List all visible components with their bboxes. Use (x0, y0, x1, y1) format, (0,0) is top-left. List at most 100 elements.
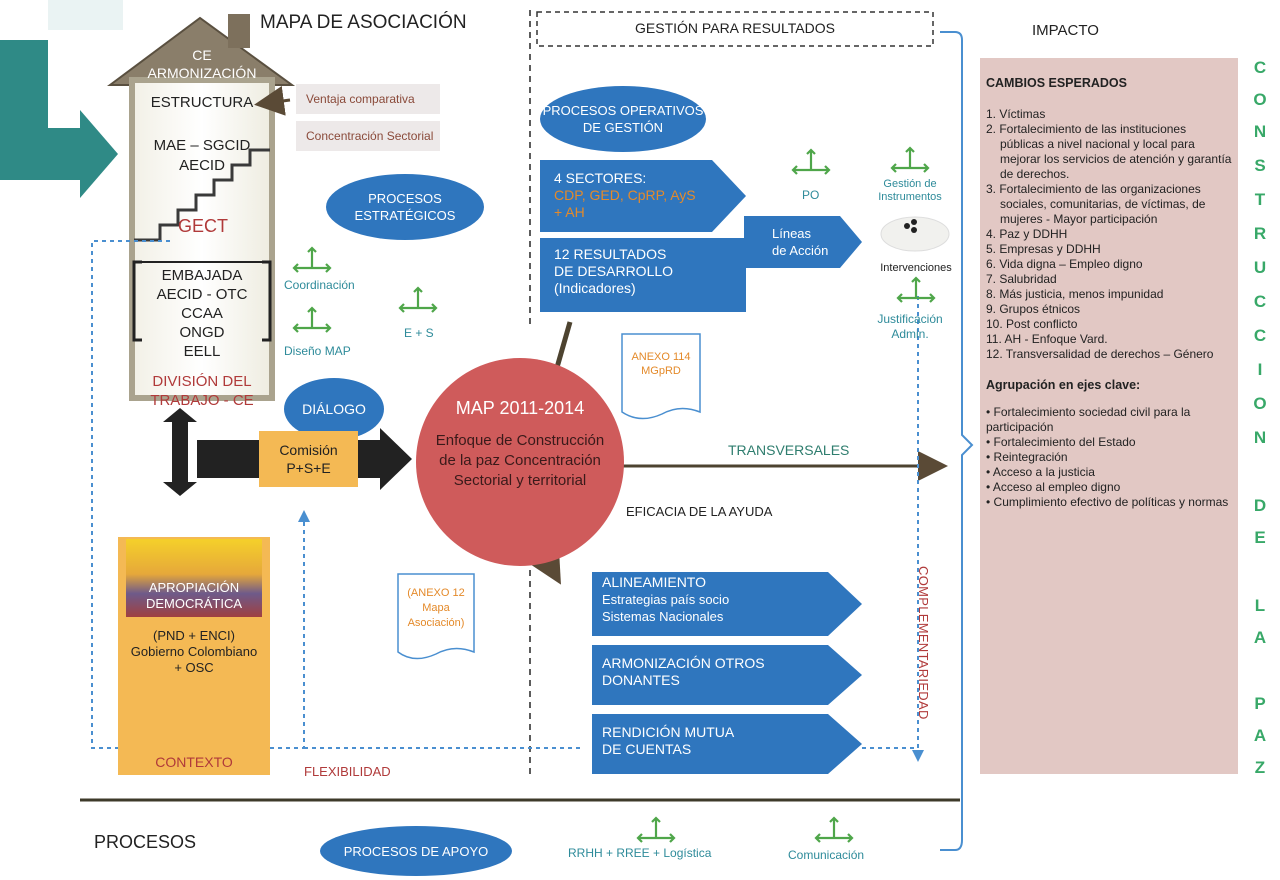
vertical-letter: C (1253, 58, 1267, 77)
gestion-instrumentos-label: Gestión de Instrumentos (870, 178, 950, 204)
comision-line-1: Comisión (279, 442, 338, 458)
armonizacion-arrow: ARMONIZACIÓN OTROS DONANTES (592, 645, 862, 705)
sectores-line-2: + AH (554, 204, 585, 220)
cambio-item: 12. Transversalidad de derechos – Género (986, 347, 1214, 361)
house-roof-label: CE ARMONIZACIÓN (140, 46, 264, 82)
resultados-line-3: (Indicadores) (554, 280, 636, 296)
pnd-label: (PND + ENCI) Gobierno Colombiano + OSC (118, 628, 270, 676)
map-line-2: de la paz Concentración (439, 452, 601, 469)
anexo12-line-2: Mapa (422, 602, 450, 614)
vertical-letter: A (1253, 726, 1267, 745)
eje-item: • Cumplimiento efectivo de políticas y n… (986, 495, 1229, 509)
cambio-item: 11. AH - Enfoque Vard. (986, 332, 1108, 346)
cambio-item: 4. Paz y DDHH (986, 227, 1068, 241)
vertical-letter: O (1253, 394, 1267, 413)
roof-line-1: CE (192, 47, 212, 63)
vertical-letter: L (1254, 596, 1266, 615)
rrhh-label: RRHH + RREE + Logística (568, 846, 712, 860)
comision-line-2: P+S+E (286, 460, 331, 476)
comunicacion-label: Comunicación (788, 848, 865, 862)
house-actor: AECID - OTC (156, 286, 248, 303)
flexibilidad-label: FLEXIBILIDAD (304, 764, 391, 779)
title-impacto: IMPACTO (1032, 22, 1099, 39)
lineas-line-1: Líneas (772, 226, 812, 241)
anexo114-line-2: MGpRD (641, 365, 681, 377)
estrategicos-line-2: ESTRATÉGICOS (354, 208, 456, 223)
operativos-line-2: DE GESTIÓN (582, 120, 664, 135)
armonizacion-line-2: DONANTES (602, 672, 680, 688)
resultados-box: 12 RESULTADOS DE DESARROLLO (Indicadores… (540, 238, 746, 312)
apropiacion-line-1: APROPIACIÓN (148, 580, 240, 595)
vertical-letter: O (1253, 90, 1267, 109)
vertical-letter: I (1257, 360, 1263, 379)
cambio-item: 2. Fortalecimiento de las instituciones … (986, 122, 1232, 181)
vertical-letter: A (1253, 628, 1267, 647)
anexo114-line-1: ANEXO 114 (631, 351, 691, 363)
vertical-letter: P (1254, 694, 1266, 713)
sectores-line-1: CDP, GED, CpRP, AyS (554, 187, 696, 203)
sectores-title: 4 SECTORES: (554, 170, 647, 186)
house-actor: CCAA (181, 305, 223, 322)
operativos-line-1: PROCESOS OPERATIVOS (542, 103, 704, 118)
cambio-item: 5. Empresas y DDHH (986, 242, 1101, 256)
po-label: PO (802, 188, 820, 202)
alineamiento-line-1: ALINEAMIENTO (602, 574, 706, 590)
comision-box: Comisión P+S+E (259, 431, 358, 487)
mae-line-1: MAE – SGCID (153, 137, 251, 154)
anexo-114: ANEXO 114 MGpRD (622, 350, 700, 378)
alineamiento-arrow: ALINEAMIENTO Estrategias país socio Sist… (592, 572, 862, 636)
coordinacion-label: Coordinación (284, 278, 355, 292)
eje-item: • Fortalecimiento sociedad civil para la… (986, 405, 1191, 434)
sectores-arrow: 4 SECTORES: CDP, GED, CpRP, AyS + AH (540, 160, 746, 232)
alineamiento-line-3: Sistemas Nacionales (602, 609, 724, 624)
mae-line-2: AECID (179, 157, 225, 174)
eje-item: • Acceso al empleo digno (986, 480, 1121, 494)
division-line-2: TRABAJO - CE (150, 392, 254, 409)
house-actor: EMBAJADA (161, 267, 243, 284)
cambio-item: 10. Post conflicto (986, 317, 1078, 331)
eje-item: • Acceso a la justicia (986, 465, 1095, 479)
house-actor: ONGD (179, 324, 225, 341)
vertical-letter: C (1253, 326, 1267, 345)
house-actor: EELL (183, 343, 221, 360)
armonizacion-line-1: ARMONIZACIÓN OTROS (602, 655, 765, 671)
vertical-letter: Z (1254, 758, 1266, 777)
apropiacion-line-2: DEMOCRÁTICA (145, 596, 243, 611)
house-mae: MAE – SGCID AECID (138, 136, 266, 176)
es-label: E + S (404, 326, 434, 340)
eje-item: • Reintegración (986, 450, 1068, 464)
vertical-letter: N (1253, 122, 1267, 141)
ventaja-comparativa-label: Ventaja comparativa (296, 84, 440, 114)
title-gestion-resultados: GESTIÓN PARA RESULTADOS (635, 20, 835, 36)
cambio-item: 1. Víctimas (986, 107, 1046, 121)
vertical-letter: T (1254, 190, 1266, 209)
ejes-title: Agrupación en ejes clave: (986, 378, 1141, 392)
justif-line-2: Admin. (891, 327, 929, 341)
pnd-line-2: Gobierno Colombiano (130, 644, 258, 659)
lineas-accion-arrow: Líneas de Acción (744, 216, 862, 268)
map-title: MAP 2011-2014 (455, 398, 585, 418)
division-line-1: DIVISIÓN DEL (152, 373, 252, 390)
anexo12-line-1: (ANEXO 12 (407, 587, 465, 599)
diseno-map-label: Diseño MAP (284, 344, 351, 358)
transversales-label: TRANSVERSALES (728, 442, 850, 458)
procesos-apoyo-ellipse: PROCESOS DE APOYO (320, 826, 512, 876)
cambio-item: 8. Más justicia, menos impunidad (986, 287, 1164, 301)
house-gect: GECT (178, 216, 229, 236)
green-arrow-icons (292, 146, 936, 843)
concentracion-sectorial-label: Concentración Sectorial (296, 121, 440, 151)
procesos-operativos-ellipse: PROCESOS OPERATIVOS DE GESTIÓN (540, 86, 706, 152)
vertical-letter: U (1253, 258, 1267, 277)
anexo-12: (ANEXO 12 Mapa Asociación) (398, 586, 474, 631)
lineas-line-2: de Acción (772, 243, 829, 258)
cambios-title: CAMBIOS ESPERADOS (986, 76, 1127, 90)
house-division: DIVISIÓN DEL TRABAJO - CE (138, 372, 266, 410)
resultados-line-1: 12 RESULTADOS (554, 246, 667, 262)
intervenciones-label: Intervenciones (880, 262, 952, 274)
cambio-item: 7. Salubridad (986, 272, 1057, 286)
roof-line-2: ARMONIZACIÓN (147, 65, 257, 81)
vertical-letter: R (1253, 224, 1267, 243)
